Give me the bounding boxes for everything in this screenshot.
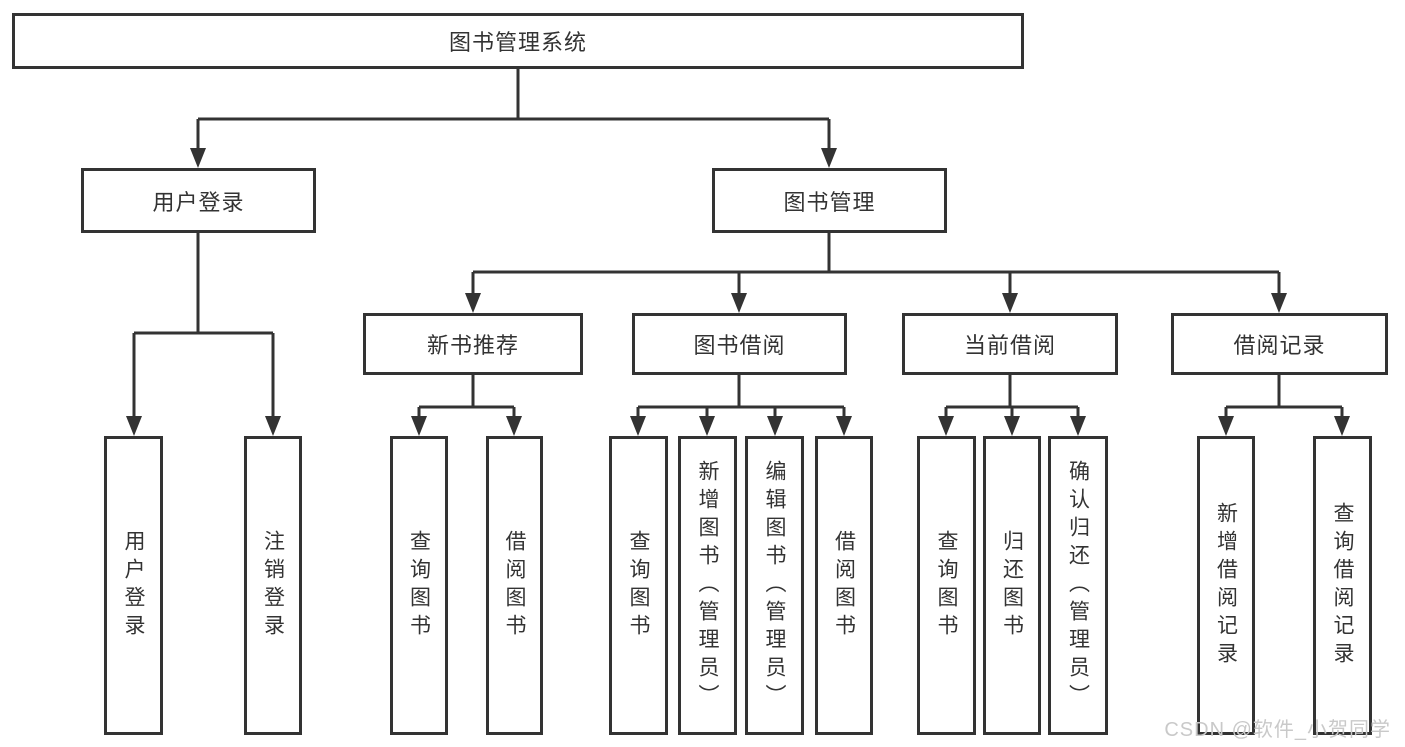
arrowheads xyxy=(126,148,1350,436)
leaf-borrow-query-books-label: 查询图书 xyxy=(627,529,650,642)
arrow-down-icon xyxy=(411,416,427,436)
leaf-newrec-borrow-books: 借阅图书 xyxy=(486,436,543,735)
connector-root-to-level2 xyxy=(196,69,831,150)
arrow-down-icon xyxy=(821,148,837,168)
node-borrow-records: 借阅记录 xyxy=(1171,313,1388,375)
node-user-login-label: 用户登录 xyxy=(152,189,245,215)
leaf-records-add-record-label: 新增借阅记录 xyxy=(1214,501,1238,670)
leaf-current-query-books: 查询图书 xyxy=(917,436,976,735)
leaf-borrow-add-books-admin-label: 新增图书（管理员） xyxy=(696,459,719,712)
arrow-down-icon xyxy=(506,416,522,436)
arrow-down-icon xyxy=(126,416,142,436)
arrow-down-icon xyxy=(1271,293,1287,313)
leaf-logout-label: 注销登录 xyxy=(261,529,285,642)
arrow-down-icon xyxy=(1004,416,1020,436)
node-book-borrow-label: 图书借阅 xyxy=(693,333,786,358)
arrow-down-icon xyxy=(836,416,852,436)
node-book-management-label: 图书管理 xyxy=(783,189,876,215)
node-new-book-recommend-label: 新书推荐 xyxy=(426,333,519,358)
leaf-borrow-edit-books-admin: 编辑图书（管理员） xyxy=(745,436,804,735)
leaf-borrow-query-books: 查询图书 xyxy=(609,436,668,735)
arrow-down-icon xyxy=(1218,416,1234,436)
arrow-down-icon xyxy=(265,416,281,436)
watermark: CSDN @软件_小贺同学 xyxy=(1164,719,1391,741)
arrow-down-icon xyxy=(938,416,954,436)
leaf-newrec-query-books: 查询图书 xyxy=(390,436,448,735)
node-book-management: 图书管理 xyxy=(712,168,947,233)
node-current-borrow-label: 当前借阅 xyxy=(963,333,1056,358)
arrow-down-icon xyxy=(1334,416,1350,436)
leaf-records-query-record-label: 查询借阅记录 xyxy=(1331,501,1354,670)
connector-bookmgmt-to-level3 xyxy=(471,233,1281,295)
connector-bookborrow-to-leaves xyxy=(636,375,846,418)
node-borrow-records-label: 借阅记录 xyxy=(1233,333,1326,358)
arrow-down-icon xyxy=(1002,293,1018,313)
leaf-current-return-books: 归还图书 xyxy=(983,436,1041,735)
leaf-records-query-record: 查询借阅记录 xyxy=(1313,436,1372,735)
leaf-records-add-record: 新增借阅记录 xyxy=(1197,436,1255,735)
leaf-borrow-edit-books-admin-label: 编辑图书（管理员） xyxy=(763,459,786,712)
arrow-down-icon xyxy=(731,293,747,313)
leaf-newrec-borrow-books-label: 借阅图书 xyxy=(503,529,526,642)
leaf-user-login-label: 用户登录 xyxy=(122,529,145,642)
node-root-label: 图书管理系统 xyxy=(448,30,587,55)
leaf-current-confirm-return-admin-label: 确认归还（管理员） xyxy=(1066,459,1090,712)
leaf-newrec-query-books-label: 查询图书 xyxy=(407,529,431,642)
arrow-down-icon xyxy=(190,148,206,168)
leaf-user-login: 用户登录 xyxy=(104,436,163,735)
arrow-down-icon xyxy=(767,416,783,436)
arrow-down-icon xyxy=(630,416,646,436)
arrow-down-icon xyxy=(699,416,715,436)
arrow-down-icon xyxy=(1070,416,1086,436)
connector-records-to-leaves xyxy=(1224,375,1344,418)
leaf-borrow-borrow-books: 借阅图书 xyxy=(815,436,873,735)
leaf-borrow-borrow-books-label: 借阅图书 xyxy=(832,529,856,642)
node-book-borrow: 图书借阅 xyxy=(632,313,847,375)
leaf-logout: 注销登录 xyxy=(244,436,302,735)
connector-userlogin-to-leaves xyxy=(132,233,275,418)
node-new-book-recommend: 新书推荐 xyxy=(363,313,583,375)
node-current-borrow: 当前借阅 xyxy=(902,313,1118,375)
connector-current-to-leaves xyxy=(944,375,1080,418)
arrow-down-icon xyxy=(465,293,481,313)
connector-newrec-to-leaves xyxy=(417,375,516,418)
node-user-login: 用户登录 xyxy=(81,168,316,233)
leaf-current-return-books-label: 归还图书 xyxy=(1000,529,1024,642)
leaf-current-query-books-label: 查询图书 xyxy=(935,529,958,642)
leaf-current-confirm-return-admin: 确认归还（管理员） xyxy=(1048,436,1108,735)
leaf-borrow-add-books-admin: 新增图书（管理员） xyxy=(678,436,737,735)
node-root: 图书管理系统 xyxy=(12,13,1024,69)
